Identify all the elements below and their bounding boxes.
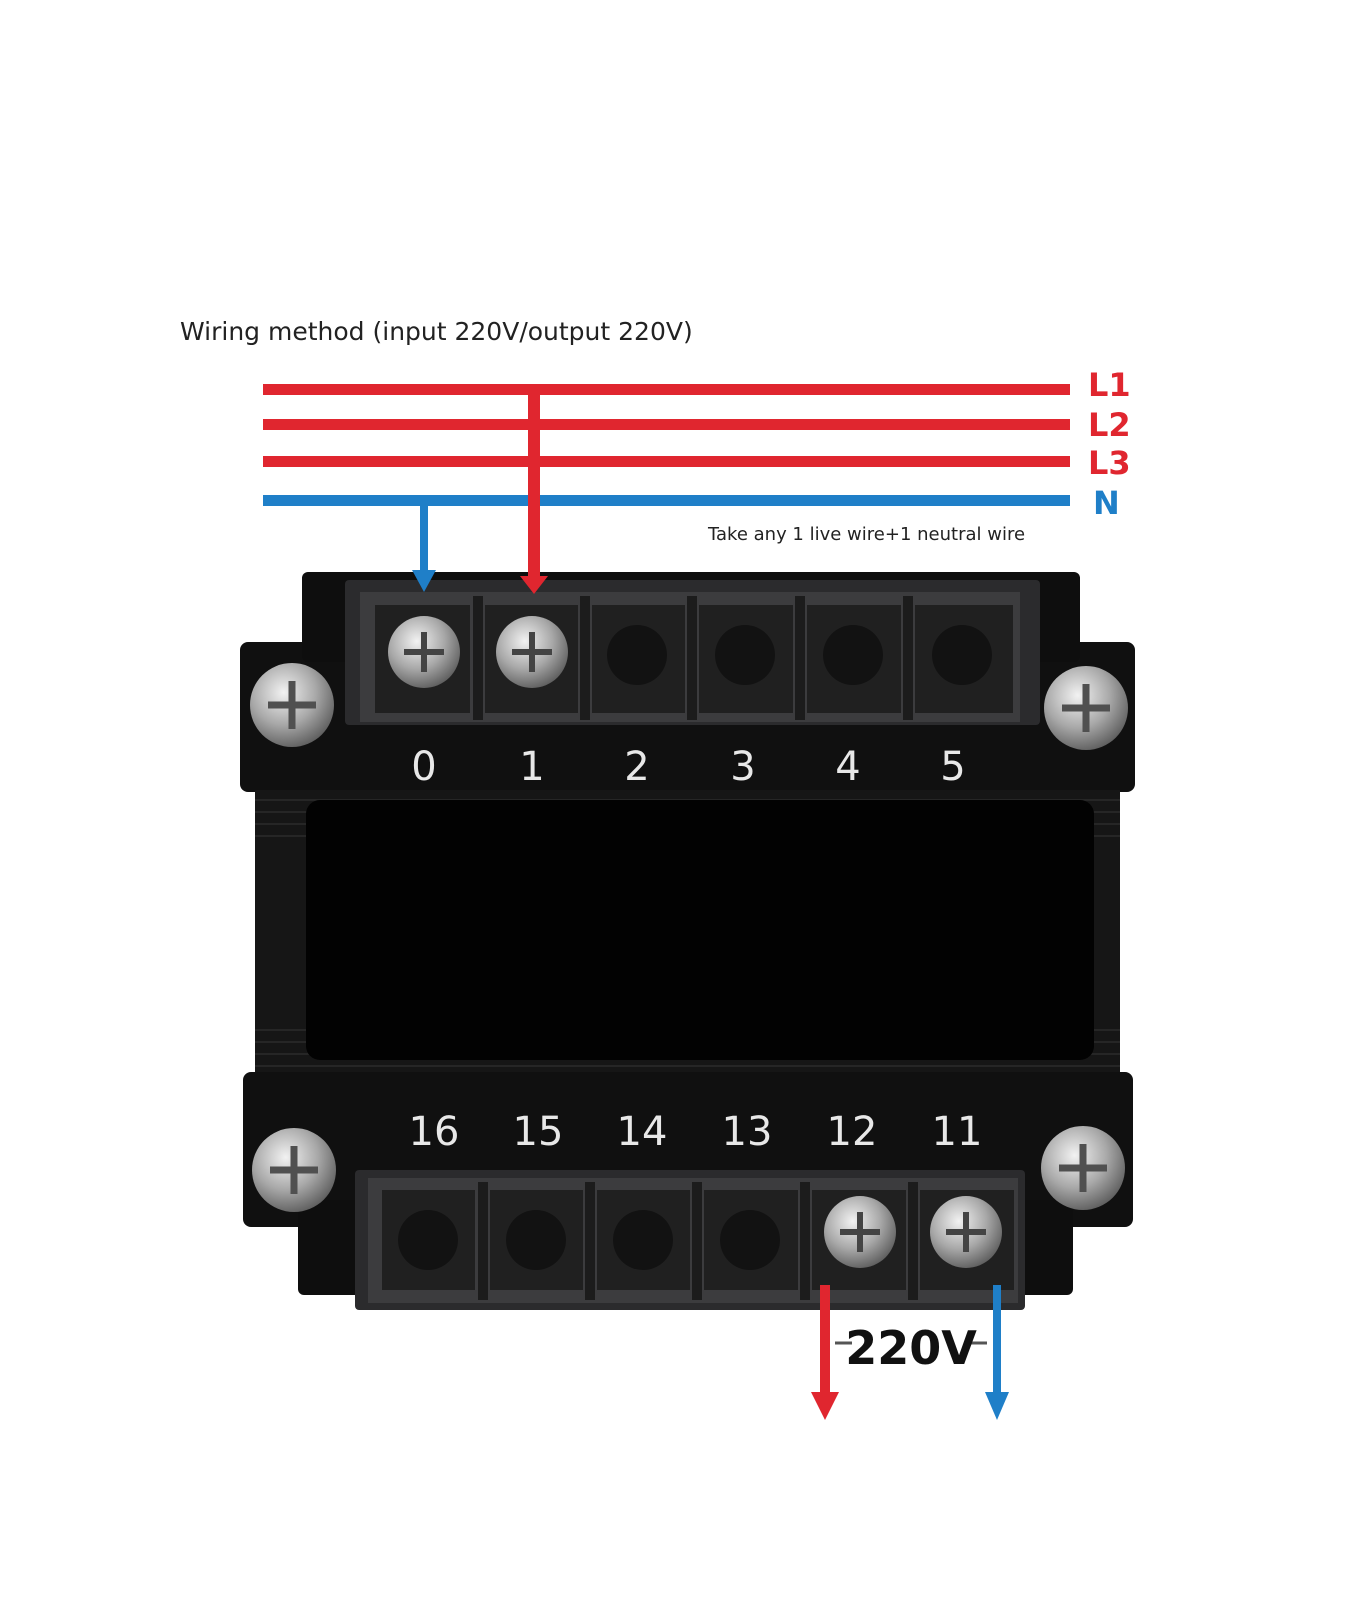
line-l2-wire	[263, 419, 1070, 430]
supply-lines: L1 L2 L3 N	[263, 366, 1131, 522]
bottom-terminal-labels: 16 15 14 13 12 11	[409, 1109, 983, 1155]
terminal-label-0: 0	[411, 744, 436, 790]
input-wires	[268, 384, 548, 594]
live-output-arrow-icon	[811, 1392, 839, 1420]
live-input-wire	[528, 384, 540, 582]
terminal-label-15: 15	[513, 1109, 564, 1155]
wiring-note: Take any 1 live wire+1 neutral wire	[707, 524, 1025, 545]
neutral-output-wire	[993, 1285, 1001, 1395]
line-n-wire	[263, 495, 1070, 506]
terminal-label-3: 3	[730, 744, 755, 790]
terminal-label-14: 14	[617, 1109, 668, 1155]
terminal-cell-5	[915, 605, 1013, 713]
line-n-label: N	[1093, 484, 1120, 522]
live-arrow-icon	[520, 576, 548, 594]
line-l3-wire	[263, 456, 1070, 467]
mounting-screw-icon	[250, 663, 334, 747]
terminal-label-1: 1	[519, 744, 544, 790]
terminal-cell-1	[485, 605, 578, 713]
top-terminal-labels: 0 1 2 3 4 5	[411, 744, 965, 790]
terminal-cell-15	[490, 1190, 583, 1290]
mounting-screw-icon	[1041, 1126, 1125, 1210]
terminal-cell-12	[812, 1190, 906, 1290]
terminal-cell-14	[597, 1190, 690, 1290]
terminal-cell-16	[382, 1190, 475, 1290]
neutral-output-arrow-icon	[985, 1392, 1009, 1420]
mounting-screw-icon	[1044, 666, 1128, 750]
coil-window	[306, 800, 1094, 1060]
diagram-title: Wiring method (input 220V/output 220V)	[180, 317, 693, 346]
terminal-cell-13	[704, 1190, 798, 1290]
neutral-arrow-icon	[412, 570, 436, 592]
bottom-terminal-block	[355, 1170, 1025, 1310]
mounting-screws	[250, 663, 1128, 1212]
output-wires: 220V	[811, 1285, 1009, 1420]
terminal-label-13: 13	[722, 1109, 773, 1155]
terminal-cell-11	[920, 1190, 1014, 1290]
top-terminal-block	[345, 580, 1040, 725]
terminal-cell-3	[699, 605, 793, 713]
line-l2-label: L2	[1088, 406, 1131, 444]
terminal-cell-4	[807, 605, 901, 713]
line-l1-label: L1	[1088, 366, 1131, 404]
line-l3-label: L3	[1088, 444, 1131, 482]
terminal-cell-2	[592, 605, 685, 713]
terminal-label-12: 12	[827, 1109, 878, 1155]
terminal-label-5: 5	[940, 744, 965, 790]
terminal-cell-0	[375, 605, 470, 713]
live-output-wire	[820, 1285, 830, 1395]
output-voltage-label: 220V	[845, 1321, 977, 1375]
terminal-label-2: 2	[624, 744, 649, 790]
line-l1-wire	[263, 384, 1070, 395]
mounting-screw-icon	[252, 1128, 336, 1212]
terminal-label-4: 4	[835, 744, 860, 790]
neutral-input-wire	[268, 497, 428, 578]
terminal-label-16: 16	[409, 1109, 460, 1155]
terminal-label-11: 11	[932, 1109, 983, 1155]
